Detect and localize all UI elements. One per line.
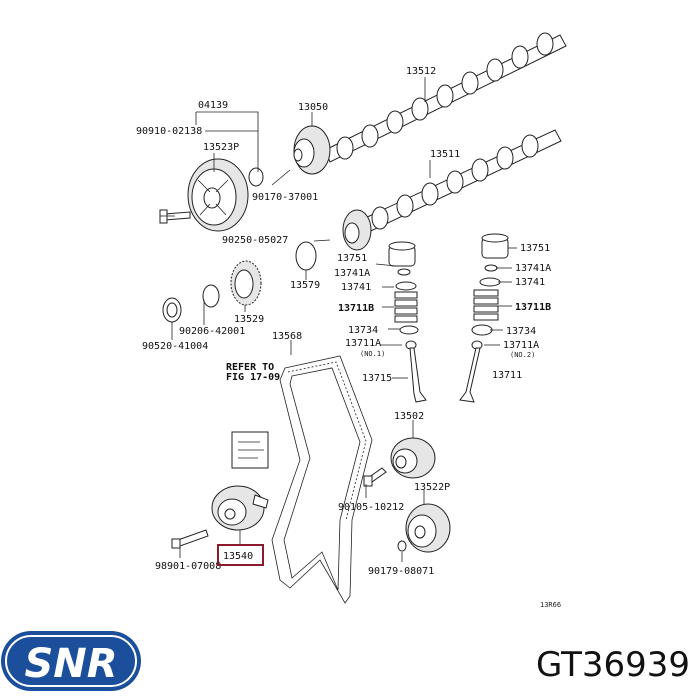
- label-13512: 13512: [406, 66, 436, 77]
- leader-lines: [160, 77, 517, 562]
- bolt-90105: [363, 467, 387, 487]
- crank-pulley-13522p: [397, 503, 451, 553]
- label-90250: 90250-05027: [222, 235, 288, 246]
- label-13711a-left: 13711A: [345, 338, 381, 349]
- part-number: GT36939: [536, 645, 690, 685]
- camshaft-13511: [342, 129, 562, 251]
- note-no1: (NO.1): [360, 350, 385, 358]
- label-13711: 13711: [492, 370, 522, 381]
- bolt-90910: [159, 209, 191, 224]
- label-refer-to: REFER TO: [226, 362, 274, 373]
- part-labels: 04139 90910-02138 13523P 13050 90170-370…: [136, 66, 561, 609]
- label-13579: 13579: [290, 280, 320, 291]
- valve-group-right: [459, 233, 509, 403]
- label-13529: 13529: [234, 314, 264, 325]
- highlight-box-13540: [217, 544, 264, 566]
- label-13711b-left: 13711B: [338, 303, 374, 314]
- label-13751-left: 13751: [337, 253, 367, 264]
- label-98901: 98901-07008: [155, 561, 221, 572]
- label-90170: 90170-37001: [252, 192, 318, 203]
- cam-pulley-13523p: [187, 158, 264, 232]
- label-90910: 90910-02138: [136, 126, 202, 137]
- label-13050: 13050: [298, 102, 328, 113]
- label-90206: 90206-42001: [179, 326, 245, 337]
- label-13711a-right: 13711A: [503, 340, 539, 351]
- label-90179: 90179-08071: [368, 566, 434, 577]
- label-fig-17-09: FIG 17-09: [226, 372, 280, 383]
- label-sticker: [231, 431, 269, 469]
- diagram-code: 13R66: [540, 601, 561, 609]
- label-13741-left: 13741: [341, 282, 371, 293]
- snr-logo: SNR: [1, 631, 141, 691]
- note-no2: (NO.2): [510, 351, 535, 359]
- label-13741-right: 13741: [515, 277, 545, 288]
- label-13568: 13568: [272, 331, 302, 342]
- label-04139: 04139: [198, 100, 228, 111]
- label-13711b-right: 13711B: [515, 302, 551, 313]
- label-13502: 13502: [394, 411, 424, 422]
- svg-text:SNR: SNR: [24, 641, 117, 687]
- camshaft-13512: [324, 32, 567, 163]
- label-90520: 90520-41004: [142, 341, 208, 352]
- label-13741a-right: 13741A: [515, 263, 551, 274]
- bolt-98901: [171, 529, 209, 549]
- label-13734-left: 13734: [348, 325, 378, 336]
- label-13741a-left: 13741A: [334, 268, 370, 279]
- sprocket-13529: [162, 241, 317, 323]
- label-13540: 13540: [223, 551, 253, 562]
- label-13522p: 13522P: [414, 482, 450, 493]
- label-13511: 13511: [430, 149, 460, 160]
- label-13751-right: 13751: [520, 243, 550, 254]
- label-13715: 13715: [362, 373, 392, 384]
- label-13734-right: 13734: [506, 326, 536, 337]
- timing-belt-13568: [271, 355, 373, 604]
- vvt-unit-13050: [293, 125, 331, 175]
- label-13523p: 13523P: [203, 142, 239, 153]
- tensioner-13540: [211, 485, 269, 531]
- valve-group-left: [388, 241, 427, 403]
- idler-13502: [390, 437, 436, 479]
- label-90105: 90105-10212: [338, 502, 404, 513]
